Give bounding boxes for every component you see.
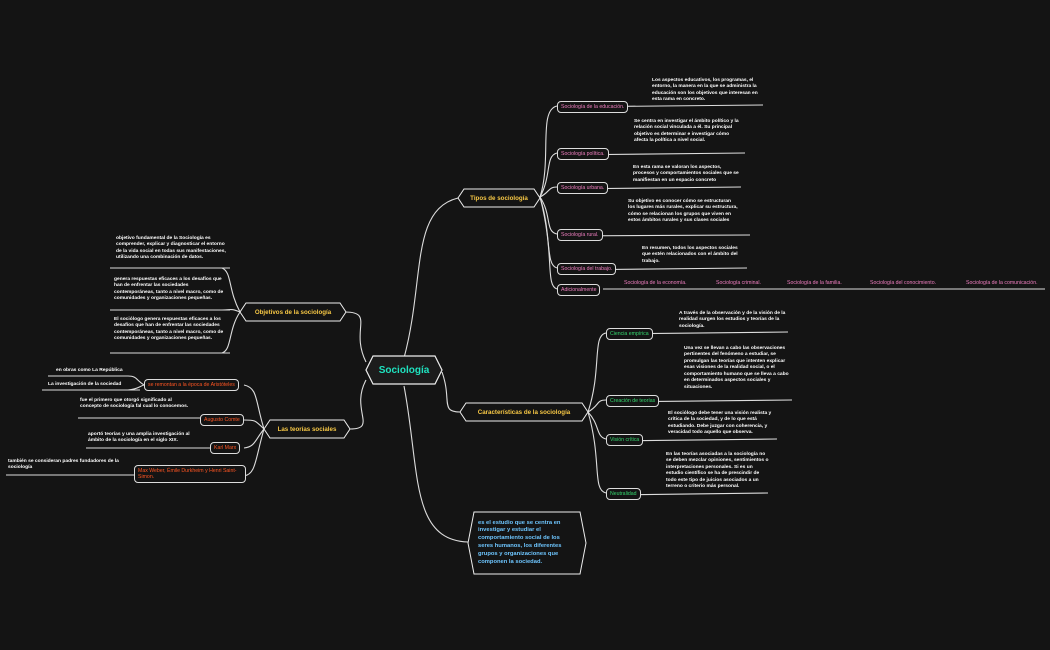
branch-teorias-label: Las teorías sociales xyxy=(277,425,337,433)
teoria-weber-note: también se consideran padres fundadores … xyxy=(8,459,119,471)
tipo-urbana-note: En esta rama se valoran los aspectos, pr… xyxy=(633,165,739,183)
teoria-comte-note: fue el primero que otorgó significado al… xyxy=(80,398,189,410)
teoria-marx[interactable]: Karl Marx xyxy=(210,442,241,455)
tipo-rural[interactable]: Sociología rural. xyxy=(557,229,603,242)
branch-objetivos[interactable]: Objetivos de la sociología xyxy=(239,302,347,322)
caract-critica-note: El sociólogo debe tener una visión reali… xyxy=(668,411,772,436)
branch-caracteristicas[interactable]: Características de la sociología xyxy=(459,402,589,422)
caract-teorias[interactable]: Creación de teorías xyxy=(606,395,660,408)
tipo-urbana[interactable]: Sociología urbana. xyxy=(557,182,609,195)
tipo-trabajo-note: En resumen, todos los aspectos sociales … xyxy=(642,246,738,264)
tipo-politica-note: Se centra en investigar el ámbito políti… xyxy=(634,119,739,144)
definition-text: es el estudio que se centra en investiga… xyxy=(478,519,562,565)
caract-neutralidad[interactable]: Neutralidad xyxy=(606,488,641,501)
objetivo-note-3: El sociólogo genera respuestas eficaces … xyxy=(114,317,224,342)
teoria-marx-note: aportó teorías y una amplia investigació… xyxy=(88,432,190,444)
teoria-aristoteles-note-2: La investigación de la sociedad xyxy=(48,382,122,387)
root-label: Sociología xyxy=(378,364,430,376)
branch-tipos-label: Tipos de sociología xyxy=(470,194,528,202)
caract-neutralidad-note: En las teorías asociadas a la sociología… xyxy=(666,452,769,490)
caract-empirica-note: A través de la observación y de la visió… xyxy=(679,311,786,329)
caract-critica[interactable]: Visión crítica xyxy=(606,434,644,447)
branch-tipos[interactable]: Tipos de sociología xyxy=(457,188,541,208)
teoria-aristoteles[interactable]: se remontan a la época de Aristóteles xyxy=(144,379,239,392)
tipo-educacion[interactable]: Sociología de la educación. xyxy=(557,101,629,114)
objetivo-note-1: objetivo fundamental de la Sociología es… xyxy=(116,236,226,261)
teoria-weber-durkheim[interactable]: Max Weber, Émile Durkheim y Henri Saint-… xyxy=(134,465,246,484)
tipo-rural-note: Su objetivo es conocer cómo se estructur… xyxy=(628,199,738,224)
adicional-comunicacion: Sociología de la comunicación. xyxy=(966,280,1038,286)
branch-caracteristicas-label: Características de la sociología xyxy=(477,408,571,416)
branch-teorias[interactable]: Las teorías sociales xyxy=(263,419,351,439)
tipo-educacion-note: Los aspectos educativos, los programas, … xyxy=(652,78,758,103)
root-node[interactable]: Sociología xyxy=(365,355,443,385)
teoria-comte[interactable]: Augusto Comte xyxy=(200,414,244,427)
objetivo-note-2: genera respuestas eficaces a los desafío… xyxy=(114,277,224,302)
branch-objetivos-label: Objetivos de la sociología xyxy=(254,308,332,316)
adicional-economia: Sociología de la economía. xyxy=(624,280,687,286)
tipo-trabajo[interactable]: Sociología del trabajo. xyxy=(557,263,617,276)
tipo-adicionalmente[interactable]: Adicionalmente xyxy=(557,284,601,297)
teoria-aristoteles-note-1: en obras como La República xyxy=(56,368,123,373)
adicional-familia: Sociología de la familia. xyxy=(787,280,842,286)
adicional-conocimiento: Sociología del conocimiento. xyxy=(870,280,937,286)
caract-empirica[interactable]: Ciencia empírica xyxy=(606,328,653,341)
definition-node[interactable]: es el estudio que se centra en investiga… xyxy=(467,511,587,575)
tipo-politica[interactable]: Sociología política. xyxy=(557,148,609,161)
adicional-criminal: Sociología criminal. xyxy=(716,280,761,286)
caract-teorias-note: Una vez se llevan a cabo las observacion… xyxy=(684,346,789,390)
